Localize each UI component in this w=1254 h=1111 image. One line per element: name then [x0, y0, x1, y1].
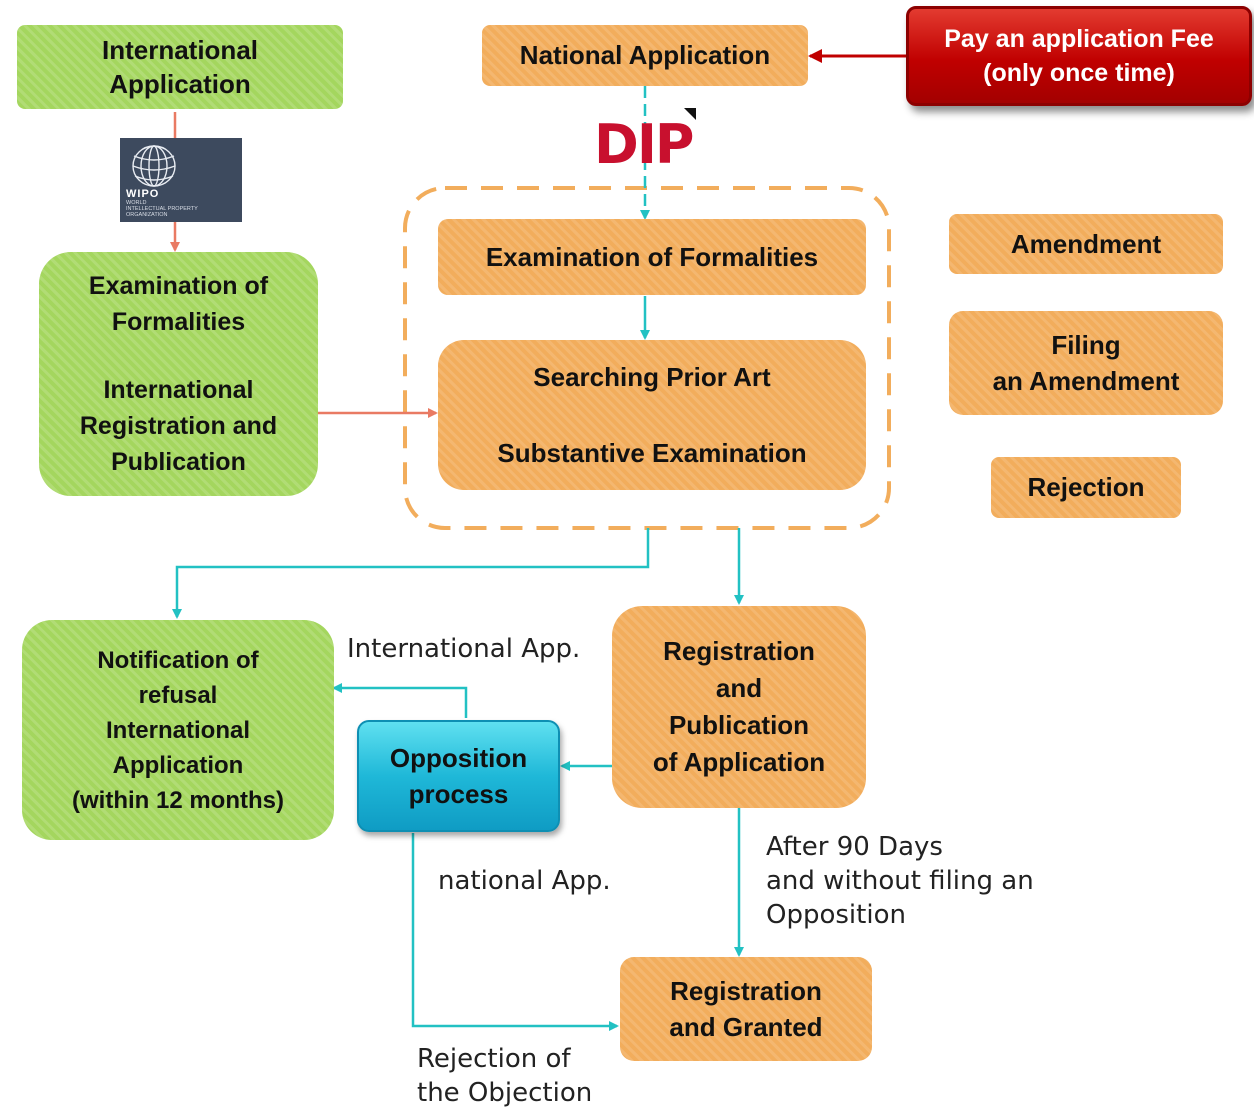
- wipo-globe-icon: [132, 145, 176, 187]
- registration-publication-line-2: and: [715, 673, 763, 703]
- dip-logo-text: DIP: [594, 113, 694, 176]
- wipo-subtitle-line-2: INTELLECTUAL PROPERTY: [126, 206, 198, 212]
- rejection-objection-label: Rejection of the Objection: [417, 1042, 592, 1110]
- international-application-line-2: Application: [109, 69, 251, 99]
- notification-line-1: Notification of: [97, 646, 259, 674]
- notification-line-4: Application: [112, 751, 244, 779]
- application-fee-box: Pay an application Fee (only once time): [906, 6, 1252, 106]
- amendment-label: Amendment: [1010, 228, 1162, 259]
- national-application-box: National Application: [482, 25, 808, 86]
- notification-line-3: International: [105, 716, 250, 744]
- amendment-box: Amendment: [949, 214, 1223, 274]
- national-app-label: national App.: [438, 866, 611, 896]
- dip-logo-corner: [684, 108, 696, 120]
- international-examination-box: Examination of Formalities International…: [39, 252, 318, 496]
- registration-publication-box: Registration and Publication of Applicat…: [612, 606, 866, 808]
- rejection-objection-line-1: Rejection of: [417, 1044, 571, 1074]
- fee-line-2: (only once time): [983, 59, 1175, 87]
- arrow-region-to-notification: [172, 528, 650, 619]
- notification-line-5: (within 12 months): [72, 786, 284, 814]
- registration-granted-box: Registration and Granted: [620, 957, 872, 1061]
- wipo-subtitle-line-1: WORLD: [126, 200, 147, 206]
- national-exam-formalities-label: Examination of Formalities: [485, 241, 819, 272]
- rejection-label: Rejection: [1027, 472, 1145, 502]
- after-90-days-line-2: and without filing an: [766, 866, 1034, 896]
- rejection-objection-line-2: the Objection: [417, 1078, 593, 1108]
- filing-amendment-box: Filing an Amendment: [949, 311, 1223, 415]
- national-exam-formalities-box: Examination of Formalities: [438, 219, 866, 295]
- intl-registration-line-3: Publication: [111, 448, 246, 476]
- international-application-line-1: International: [101, 35, 258, 65]
- dip-logo: DIP: [594, 108, 704, 180]
- search-substantive-box: Searching Prior Art Substantive Examinat…: [438, 340, 866, 490]
- registration-granted-line-1: Registration: [670, 976, 822, 1006]
- registration-publication-line-3: Publication: [668, 710, 810, 740]
- wipo-name: WIPO: [126, 188, 160, 200]
- filing-amendment-line-1: Filing: [1051, 330, 1121, 360]
- arrow-opposition-to-granted: [411, 833, 619, 1031]
- rejection-box: Rejection: [991, 457, 1181, 518]
- after-90-days-line-1: After 90 Days: [766, 832, 943, 862]
- intl-registration-line-1: International: [103, 376, 254, 404]
- opposition-line-1: Opposition: [389, 743, 528, 773]
- wipo-subtitle: WORLD INTELLECTUAL PROPERTY ORGANIZATION: [126, 200, 198, 218]
- opposition-line-2: process: [408, 779, 509, 809]
- arrow-opposition-to-notification: [332, 683, 468, 718]
- international-application-box: International Application: [17, 25, 343, 109]
- wipo-logo: WIPO WORLD INTELLECTUAL PROPERTY ORGANIZ…: [120, 138, 242, 222]
- intl-registration-line-2: Registration and: [79, 412, 278, 440]
- substantive-examination-label: Substantive Examination: [497, 438, 807, 468]
- registration-publication-line-1: Registration: [663, 636, 815, 666]
- fee-line-1: Pay an application Fee: [944, 25, 1214, 53]
- registration-granted-line-2: and Granted: [669, 1012, 823, 1042]
- registration-publication-line-4: of Application: [652, 747, 826, 777]
- notification-refusal-box: Notification of refusal International Ap…: [22, 620, 334, 840]
- international-app-label: International App.: [347, 634, 581, 664]
- national-application-label: National Application: [519, 40, 771, 70]
- intl-exam-line-2: Formalities: [111, 308, 246, 336]
- opposition-process-box: Opposition process: [357, 720, 560, 832]
- notification-line-2: refusal: [138, 681, 218, 709]
- intl-exam-line-1: Examination of: [88, 272, 269, 300]
- after-90-days-line-3: Opposition: [766, 900, 906, 930]
- wipo-subtitle-line-3: ORGANIZATION: [126, 212, 168, 218]
- searching-prior-art-label: Searching Prior Art: [533, 362, 771, 392]
- after-90-days-label: After 90 Days and without filing an Oppo…: [766, 830, 1034, 932]
- filing-amendment-line-2: an Amendment: [992, 366, 1180, 396]
